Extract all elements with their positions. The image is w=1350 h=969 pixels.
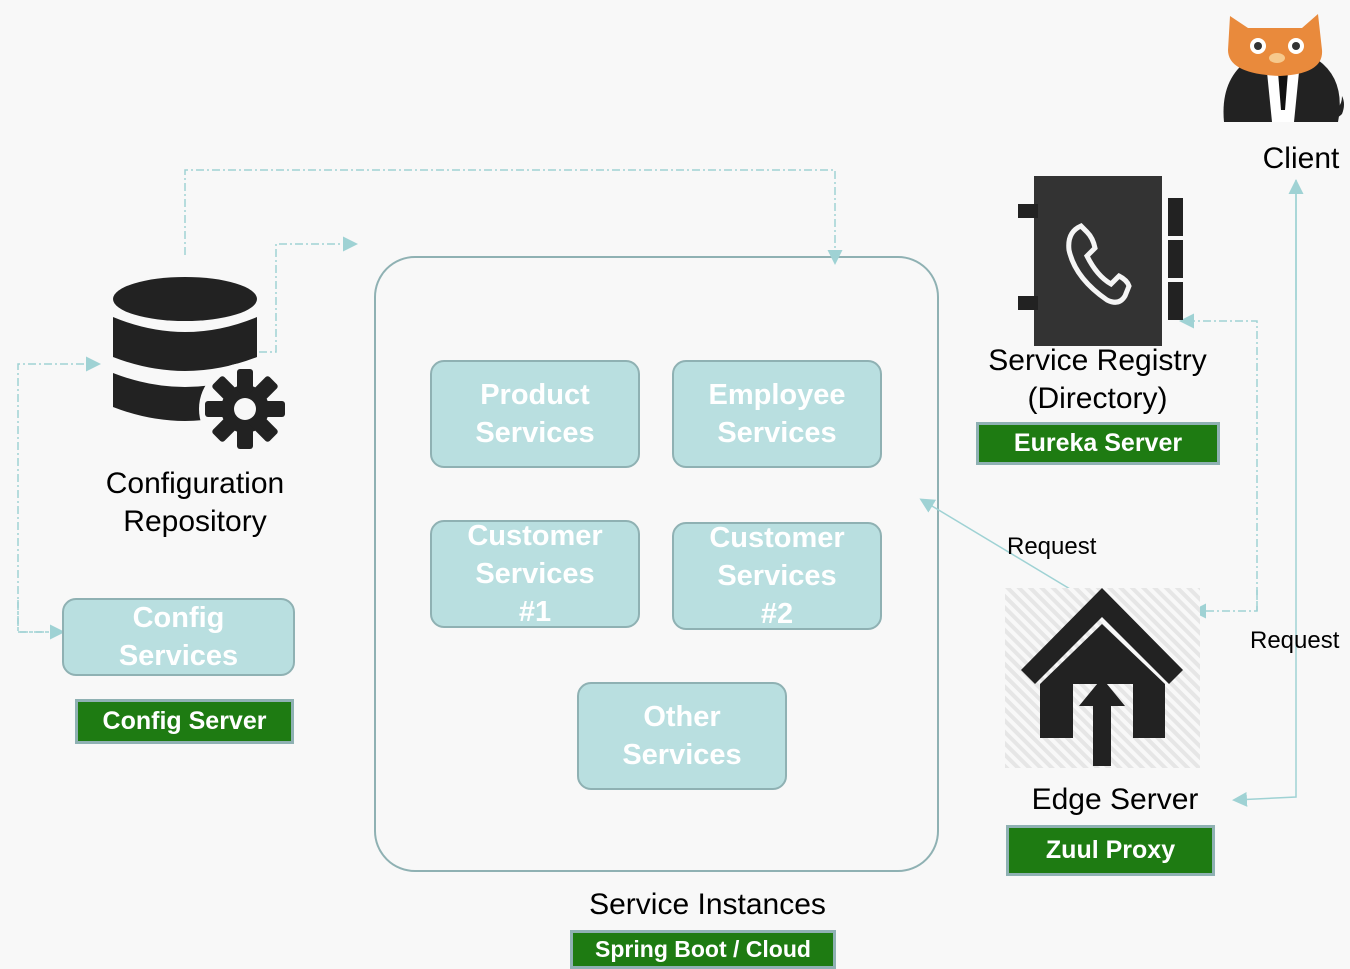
- client-label: Client: [1262, 142, 1340, 175]
- connector-registry-to-edge: [1191, 590, 1258, 619]
- other-services-line2: Services: [622, 739, 742, 771]
- customer-services-2-line2: Services: [717, 560, 837, 592]
- config-services-box[interactable]: Config Services: [62, 598, 295, 676]
- connector-edge-to-registry: [1179, 313, 1258, 611]
- service-registry-line2: (Directory): [1027, 382, 1168, 415]
- product-services-line1: Product: [480, 379, 590, 411]
- customer-services-2-line3: #2: [760, 598, 794, 630]
- customer-services-2-line1: Customer: [709, 522, 845, 554]
- house-upload-icon: [1005, 588, 1200, 768]
- config-services-line1: Config: [132, 602, 225, 634]
- connector-repo-to-instances: [195, 236, 358, 353]
- request-to-edge-label: Request: [1250, 627, 1340, 654]
- request-to-instances-label: Request: [1007, 533, 1097, 560]
- config-server-badge: Config Server: [75, 699, 294, 744]
- service-registry-label: Service Registry (Directory): [960, 342, 1235, 418]
- connector-client-to-edge: [1232, 180, 1297, 807]
- config-repository-line1: Configuration: [105, 467, 285, 500]
- zuul-proxy-badge: Zuul Proxy: [1006, 825, 1215, 876]
- spring-boot-cloud-badge: Spring Boot / Cloud: [570, 930, 836, 969]
- connector-repo-to-config-services: [17, 600, 65, 640]
- config-repository-label: Configuration Repository: [90, 465, 300, 541]
- database-gear-icon: [113, 277, 290, 452]
- service-instances-container: [374, 256, 939, 872]
- edge-server-label: Edge Server: [1031, 783, 1199, 816]
- config-services-line2: Services: [118, 640, 239, 672]
- connector-config-services-to-repo: [17, 356, 101, 633]
- customer-services-2-box[interactable]: Customer Services #2: [672, 522, 882, 630]
- other-services-line1: Other: [643, 701, 721, 733]
- cat-client-icon: [1223, 14, 1344, 122]
- customer-services-1-line3: #1: [518, 596, 552, 628]
- config-repository-line2: Repository: [123, 505, 267, 538]
- phone-book-icon: [1018, 176, 1183, 346]
- employee-services-box[interactable]: Employee Services: [672, 360, 882, 468]
- product-services-line2: Services: [475, 417, 595, 449]
- employee-services-line2: Services: [717, 417, 837, 449]
- service-registry-line1: Service Registry: [988, 344, 1207, 377]
- customer-services-1-box[interactable]: Customer Services #1: [430, 520, 640, 628]
- other-services-box[interactable]: Other Services: [577, 682, 787, 790]
- employee-services-line1: Employee: [708, 379, 846, 411]
- connector-config-to-instances-top: [184, 169, 843, 265]
- customer-services-1-line1: Customer: [467, 520, 603, 552]
- service-instances-label: Service Instances: [589, 888, 826, 921]
- customer-services-1-line2: Services: [475, 558, 595, 590]
- product-services-box[interactable]: Product Services: [430, 360, 640, 468]
- connector-request-to-instances: [919, 498, 1081, 596]
- eureka-server-badge: Eureka Server: [976, 422, 1220, 465]
